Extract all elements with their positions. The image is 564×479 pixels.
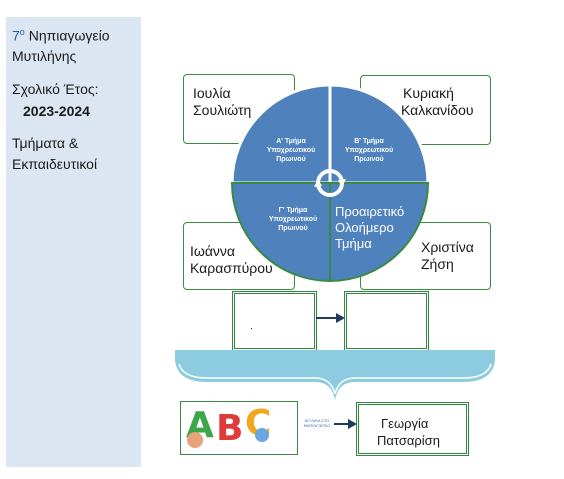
class-c-line2: Υποχρεωτικού xyxy=(268,216,318,223)
section-title-line1: Τμήματα & xyxy=(12,135,79,151)
class-b-line1: Β' Τμήμα xyxy=(354,138,384,145)
class-d-line1: Προαιρετικό xyxy=(335,204,405,219)
class-a-line2: Υποχρεωτικού xyxy=(266,147,316,154)
class-c-line3: Πρωινού xyxy=(278,225,308,232)
teacher-last-name: Καλκανίδου xyxy=(401,102,474,118)
class-c-line1: Γ' Τμήμα xyxy=(278,207,308,214)
teacher-box-english: Γεωργία Πατσαρίση xyxy=(356,402,469,456)
english-caption-line1: ΑΓΓΛΙΚΑ ΣΤΟ xyxy=(304,418,330,423)
year-value: 2023-2024 xyxy=(23,103,90,119)
year-label: Σχολικό Έτος: xyxy=(12,81,99,97)
empty-box-left xyxy=(232,291,317,351)
english-card: A B C xyxy=(180,401,298,455)
class-b-line3: Πρωινού xyxy=(354,156,384,163)
class-c-label: Γ' Τμήμα Υποχρεωτικού Πρωινού xyxy=(263,206,323,233)
class-a-label: Α' Τμήμα Υποχρεωτικού Πρωινού xyxy=(258,137,324,164)
child-illustration xyxy=(187,432,203,448)
brace-banner xyxy=(175,350,495,400)
arrow-right-icon xyxy=(334,419,357,429)
teacher-last-name: Σουλιώτη xyxy=(193,102,252,118)
quadrant-c xyxy=(230,182,331,283)
quadrant-a xyxy=(230,83,332,185)
teacher-first-name: Κυριακή xyxy=(403,85,454,101)
class-a-line1: Α' Τμήμα xyxy=(276,138,306,145)
school-number-digit: 7 xyxy=(12,27,20,44)
school-number-ordinal: ο xyxy=(19,27,25,37)
school-number: 7ο Νηπιαγωγείο xyxy=(12,27,110,44)
child-illustration xyxy=(255,428,269,442)
teacher-last-name: Καρασπύρου xyxy=(190,260,273,276)
school-city: Μυτιλήνης xyxy=(12,48,77,64)
class-b-line2: Υποχρεωτικού xyxy=(344,147,394,154)
class-d-line3: Τμήμα xyxy=(335,236,372,251)
teacher-last-name: Πατσαρίση xyxy=(377,433,440,448)
class-a-line3: Πρωινού xyxy=(276,156,306,163)
arrow-right-icon xyxy=(316,313,345,323)
classes-circle-diagram xyxy=(230,83,430,283)
section-title-line2: Εκπαιδευτικοί xyxy=(12,156,98,172)
class-d-line2: Ολοήμερο xyxy=(335,220,394,235)
teacher-first-name: Ιωάννα xyxy=(190,243,236,259)
english-caption-line2: ΝΗΠΙΑΓΩΓΕΙΟ xyxy=(303,423,331,428)
cycle-arrows-icon xyxy=(314,169,346,197)
teacher-last-name: Ζήση xyxy=(421,256,454,272)
class-d-label: Προαιρετικό Ολοήμερο Τμήμα xyxy=(335,204,404,252)
letter-b: B xyxy=(216,408,244,449)
quadrant-d xyxy=(329,182,430,283)
dot-mark xyxy=(251,328,252,329)
empty-box-right xyxy=(344,291,429,351)
sidebar: 7ο Νηπιαγωγείο Μυτιλήνης Σχολικό Έτος: 2… xyxy=(6,17,141,467)
english-caption: ΑΓΓΛΙΚΑ ΣΤΟ ΝΗΠΙΑΓΩΓΕΙΟ xyxy=(298,418,336,428)
class-b-label: Β' Τμήμα Υποχρεωτικού Πρωινού xyxy=(336,137,402,164)
school-name: Νηπιαγωγείο xyxy=(28,27,110,44)
quadrant-b xyxy=(328,83,430,185)
teacher-first-name: Ιουλία xyxy=(193,85,231,101)
teacher-first-name: Γεωργία xyxy=(381,416,429,431)
teacher-first-name: Χριστίνα xyxy=(421,239,474,255)
